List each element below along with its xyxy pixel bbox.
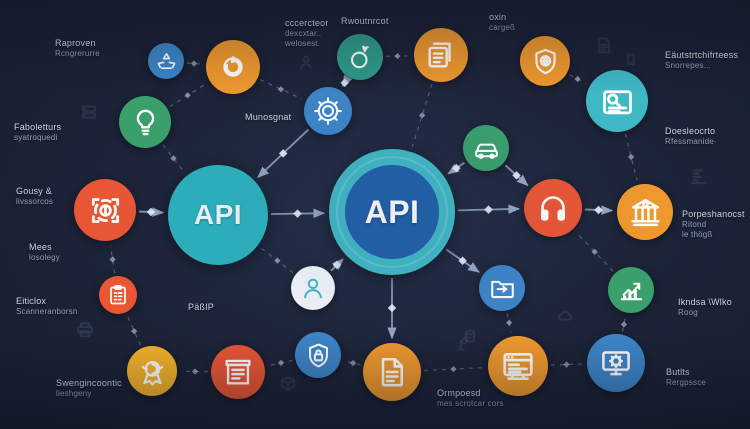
hub-hub-api-center[interactable]: API [329,149,455,275]
node-recycle[interactable] [148,43,184,79]
connection-n-lightbulb-to-hub-api-left [162,144,185,173]
lightbulb-icon [129,106,162,139]
connection-n-car-to-n-headset [504,164,529,187]
archive-box-icon [221,355,255,389]
connection-n-user-to-hub-api-left [261,248,294,274]
node-documents[interactable] [414,28,468,82]
node-browser-window[interactable] [488,336,548,396]
person-icon [297,54,315,77]
server-rack-icon [80,104,98,127]
node-server-data[interactable] [586,70,648,132]
node-gear-network[interactable] [304,87,352,135]
node-document-edit[interactable] [363,343,421,401]
tablet-icon [624,53,638,72]
node-user-profile[interactable] [291,266,335,310]
connection-n-document-to-n-browser [423,365,484,373]
connection-hub-api-center-to-n-folder [445,248,480,273]
database-icon [462,329,478,350]
cloud-sync-icon [216,50,250,84]
documents-icon [424,38,458,72]
connection-n-shield-lock-to-n-archive [269,359,293,366]
hub-ring [336,156,448,268]
connection-n-documents-to-hub-api-center [411,83,433,148]
document-icon [594,36,614,61]
node-target-scan[interactable] [74,179,136,241]
folder-transfer-icon [488,274,517,303]
connection-n-monitor-gear-to-n-chart-up [620,317,628,332]
shield-lock-icon [304,341,333,370]
connection-n-badge-to-n-clipboard [127,316,142,346]
server-data-icon [598,82,637,121]
hub-hub-api-left[interactable]: API [168,165,268,265]
connection-n-folder-to-n-browser [505,313,513,332]
growth-chart-icon [617,276,646,305]
hub-api-label: API [193,199,243,230]
cloud-icon [556,307,574,330]
connection-n-chart-up-to-n-headset [575,232,614,272]
node-flask[interactable] [337,34,383,80]
connection-hub-api-left-to-hub-api-center [270,208,326,219]
connection-n-document-to-n-shield-lock [345,359,361,367]
connection-n-recycle-to-n-cloud-sync [186,60,202,67]
connection-n-gear-network-to-hub-api-left [257,128,310,178]
node-archive-box[interactable] [211,345,265,399]
connection-n-shield-globe-to-n-server-data [569,74,586,85]
node-award-badge[interactable] [127,346,177,396]
monitor-gear-icon [598,345,634,381]
node-folder-transfer[interactable] [479,265,525,311]
connection-hub-api-center-to-n-document [387,278,397,340]
document-edit-icon [374,354,410,390]
node-shield-globe[interactable] [520,36,570,86]
flask-icon [346,43,375,72]
shield-globe-icon [530,46,561,77]
bar-chart-icon [688,166,710,193]
user-profile-icon [299,274,327,302]
connection-n-archive-to-n-badge [181,368,209,375]
node-cloud-sync[interactable] [206,40,260,94]
node-headset[interactable] [524,179,582,237]
connection-n-headset-to-n-bank [584,205,614,215]
target-scan-icon [86,191,125,230]
node-clipboard[interactable] [99,276,137,314]
browser-window-icon [499,347,537,385]
clipboard-icon [106,283,130,307]
connection-n-target-to-hub-api-left [138,207,165,217]
connection-n-server-data-to-n-bank [624,133,638,181]
gear-network-icon [313,96,343,126]
connection-hub-api-center-to-n-headset [457,204,521,214]
node-vehicle[interactable] [463,125,509,171]
connection-n-flask-to-n-gear-network [340,74,353,88]
node-lightbulb[interactable] [119,96,171,148]
recycle-icon [155,50,178,73]
connection-n-cloud-sync-to-n-gear-network [259,79,302,100]
hub-inner-disc [345,165,439,259]
connection-n-flask-to-n-documents [385,52,410,60]
connection-n-user-to-hub-api-center [330,258,344,272]
bank-icon [628,195,663,230]
connection-n-browser-to-n-monitor-gear [550,361,583,368]
vehicle-icon [472,134,501,163]
hub-api-label: API [364,194,420,230]
printer-icon [75,320,95,345]
connection-n-car-to-hub-api-center [447,161,466,175]
node-growth-chart[interactable] [608,267,654,313]
connection-n-lightbulb-to-n-cloud-sync [169,83,207,108]
headset-icon [535,190,571,226]
package-icon [279,375,297,398]
award-badge-icon [137,356,168,387]
connection-n-clipboard-to-n-target [109,245,116,274]
node-bank[interactable] [617,184,673,240]
desk-lamp-icon [454,335,472,358]
node-shield-lock[interactable] [295,332,341,378]
node-monitor-gear[interactable] [587,334,645,392]
